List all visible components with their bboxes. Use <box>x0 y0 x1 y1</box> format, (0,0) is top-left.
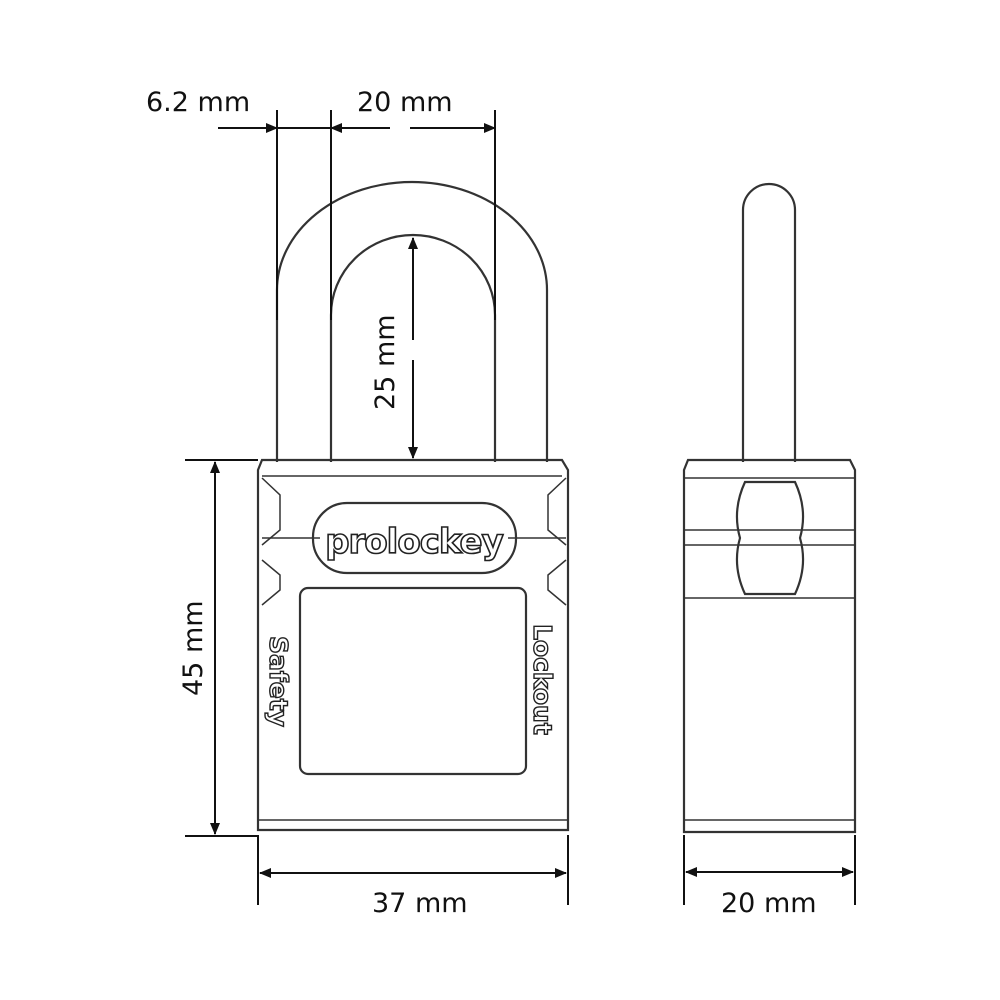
shackle-outer <box>275 180 549 462</box>
front-view: prolockey Safety Lockout <box>256 180 570 832</box>
brand-logo-text: prolockey <box>325 522 503 562</box>
lock-body <box>256 458 570 832</box>
right-chevron-top <box>547 477 567 546</box>
dim-label-shackle-inner-width: 20 mm <box>357 87 453 118</box>
left-chevron-bottom <box>261 559 281 606</box>
dimension-lines: 6.2 mm 20 mm 25 mm 45 mm 37 mm 20 mm <box>146 87 856 919</box>
dim-label-shackle-diameter: 6.2 mm <box>146 87 250 118</box>
side-body <box>682 458 857 834</box>
right-chevron-bottom <box>547 559 567 606</box>
side-view <box>682 182 857 834</box>
brand-plate <box>311 501 518 575</box>
safety-text: Safety <box>264 636 293 727</box>
dim-label-shackle-clearance: 25 mm <box>370 314 401 410</box>
side-shackle <box>741 182 797 462</box>
dim-label-body-depth: 20 mm <box>721 888 817 919</box>
lockout-text: Lockout <box>528 624 557 735</box>
side-shackle-window <box>735 480 805 596</box>
shackle-inner <box>329 233 497 462</box>
dim-label-body-height: 45 mm <box>178 600 209 696</box>
dim-label-body-width: 37 mm <box>372 888 468 919</box>
label-window <box>298 586 528 776</box>
left-chevron-top <box>261 477 281 546</box>
